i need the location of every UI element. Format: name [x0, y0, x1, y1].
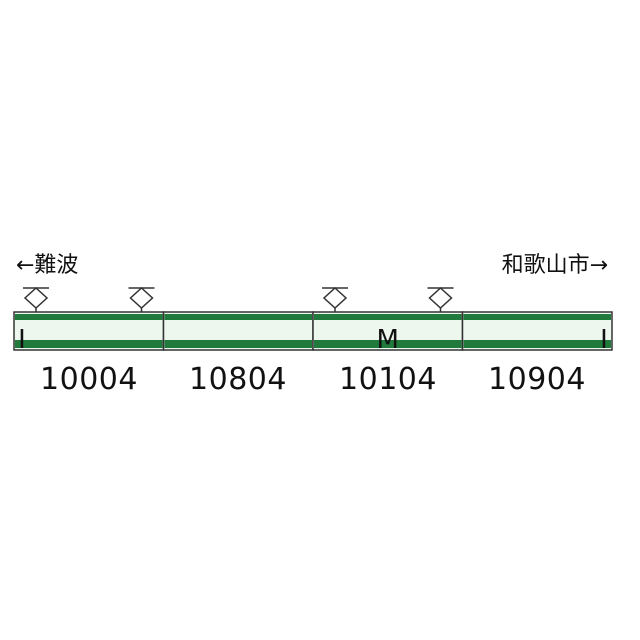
car-number-2: 10804	[189, 362, 287, 397]
car-top-stripe	[164, 314, 312, 320]
pantograph-icon	[128, 286, 155, 312]
car-bottom-stripe	[314, 340, 462, 348]
car-bottom-stripe	[463, 340, 611, 348]
pantograph-icon	[322, 286, 348, 312]
car-type-mark: M	[377, 325, 399, 355]
car-number-1: 10004	[40, 362, 138, 397]
car-top-stripe	[314, 314, 462, 320]
pantograph-icon	[427, 286, 454, 312]
car-number-3: 10104	[339, 362, 437, 397]
car-bottom-stripe	[164, 340, 312, 348]
car-2	[162, 311, 314, 351]
pantograph-group	[23, 286, 454, 312]
car-bottom-stripe	[15, 340, 163, 348]
car-type-mark: I	[600, 325, 608, 355]
car-1: I	[13, 311, 165, 355]
direction-label-namba: ←難波	[16, 253, 79, 278]
car-4: I	[461, 311, 613, 355]
car-number-4: 10904	[488, 362, 586, 397]
pantograph-icon	[23, 286, 49, 312]
car-top-stripe	[15, 314, 163, 320]
car-3: M	[312, 311, 464, 355]
car-top-stripe	[463, 314, 611, 320]
car-type-mark: I	[18, 325, 26, 355]
direction-label-wakayamashi: 和歌山市→	[501, 253, 608, 278]
